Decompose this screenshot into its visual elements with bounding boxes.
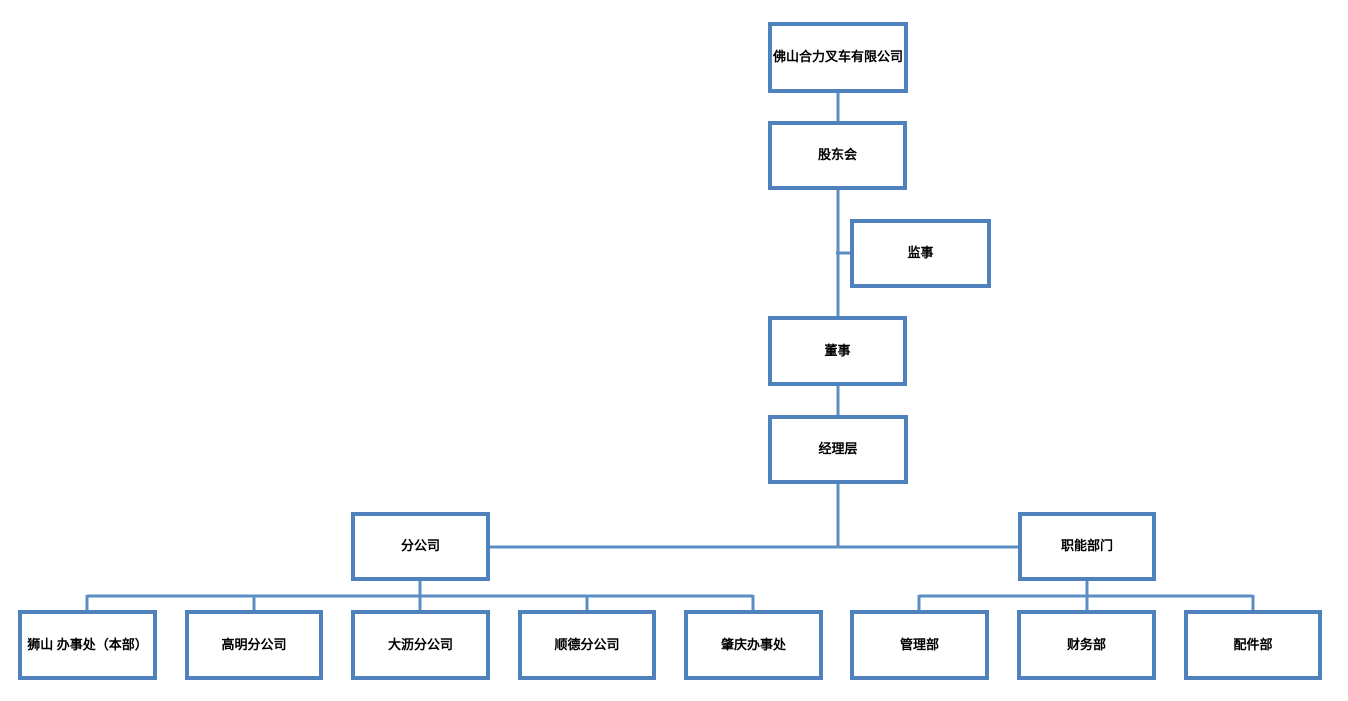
- org-node-shareholders: 股东会: [768, 121, 907, 190]
- org-node-supervisor: 监事: [850, 219, 991, 288]
- org-node-branch-gaoming: 高明分公司: [185, 610, 323, 680]
- org-node-functional-group: 职能部门: [1018, 512, 1156, 581]
- org-node-branch-shunde: 顺德分公司: [518, 610, 656, 680]
- org-node-dept-parts: 配件部: [1184, 610, 1322, 680]
- org-node-company: 佛山合力叉车有限公司: [768, 22, 908, 93]
- org-node-dept-management: 管理部: [850, 610, 989, 680]
- org-node-director: 董事: [768, 316, 907, 386]
- org-node-dept-finance: 财务部: [1017, 610, 1156, 680]
- org-node-branch-group: 分公司: [351, 512, 490, 581]
- org-node-branch-dali: 大沥分公司: [351, 610, 490, 680]
- org-node-management: 经理层: [768, 415, 908, 484]
- org-node-branch-zhaoqing: 肇庆办事处: [684, 610, 823, 680]
- org-node-branch-shishan: 狮山 办事处（本部）: [18, 610, 157, 680]
